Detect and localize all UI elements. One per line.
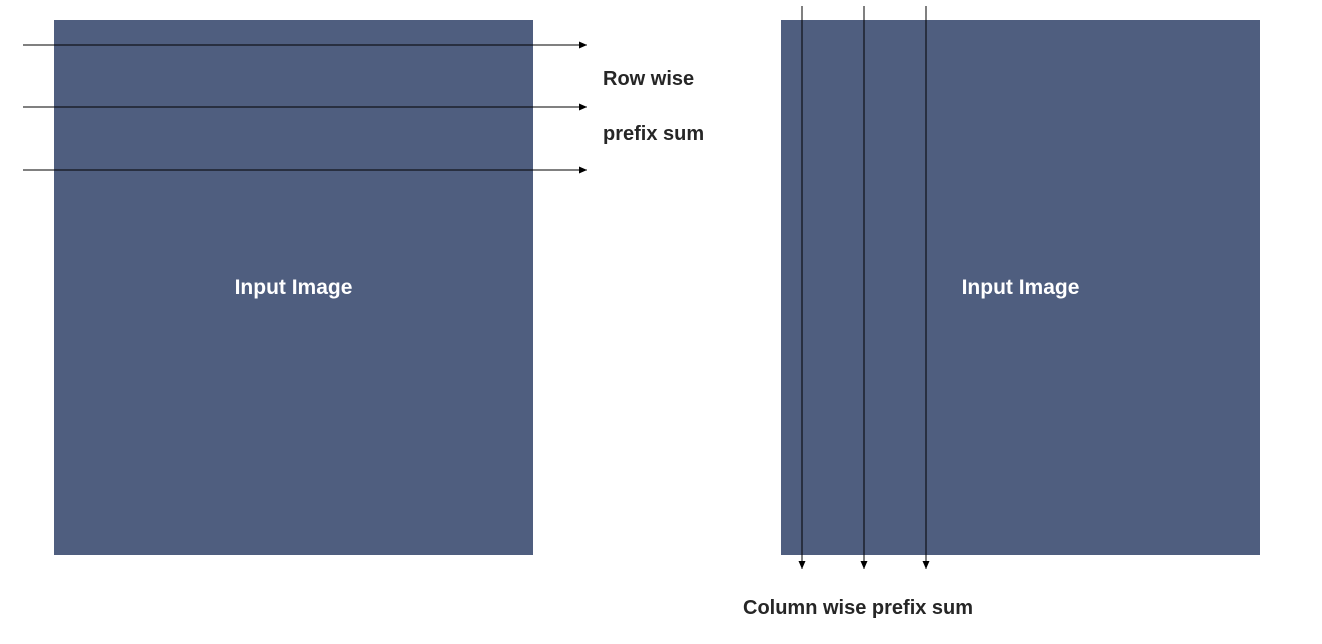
column-arrow-3-head (922, 561, 930, 569)
column-wise-caption: Column wise prefix sum (743, 597, 974, 619)
row-wise-caption-line-1: Row wise (603, 68, 695, 90)
column-arrow-2-head (860, 561, 868, 569)
row-wise-caption-line-2: prefix sum (603, 123, 705, 145)
row-arrow-3-head (579, 166, 587, 174)
right-panel-label: Input Image (961, 275, 1080, 299)
row-arrow-2-head (579, 103, 587, 111)
right-input-image-panel: Input Image (781, 20, 1260, 555)
column-arrow-1-head (798, 561, 806, 569)
left-panel-label: Input Image (234, 275, 353, 299)
row-arrow-1-head (579, 41, 587, 49)
left-input-image-panel: Input Image (54, 20, 533, 555)
